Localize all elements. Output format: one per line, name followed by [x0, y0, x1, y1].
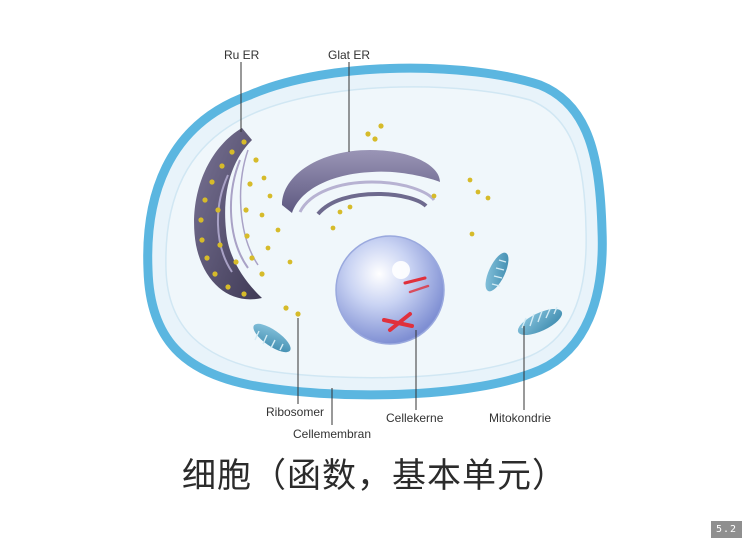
slide-caption: 细胞（函数，基本单元） — [182, 456, 567, 496]
rough-er — [194, 128, 262, 300]
ribosomes-label: Ribosomer — [266, 405, 325, 419]
rough-er-label: Ru ER — [224, 48, 260, 62]
cell-membrane-label: Cellemembran — [293, 427, 372, 441]
smooth-er-label: Glat ER — [328, 48, 371, 62]
mitochondrion-left — [253, 323, 291, 353]
mitochondrion-top — [485, 252, 509, 292]
mitochondria-label: Mitokondrie — [489, 411, 552, 425]
page-number: 5.2 — [710, 521, 742, 538]
nucleus — [335, 235, 445, 345]
label-leader-lines — [240, 62, 525, 425]
mitochondrion-right — [517, 306, 563, 336]
free-ribosomes — [259, 123, 491, 317]
rough-er-ribosomes — [198, 139, 265, 297]
smooth-er — [282, 150, 440, 216]
nucleus-label: Cellekerne — [386, 411, 444, 425]
cytoplasm-highlight — [165, 86, 587, 379]
